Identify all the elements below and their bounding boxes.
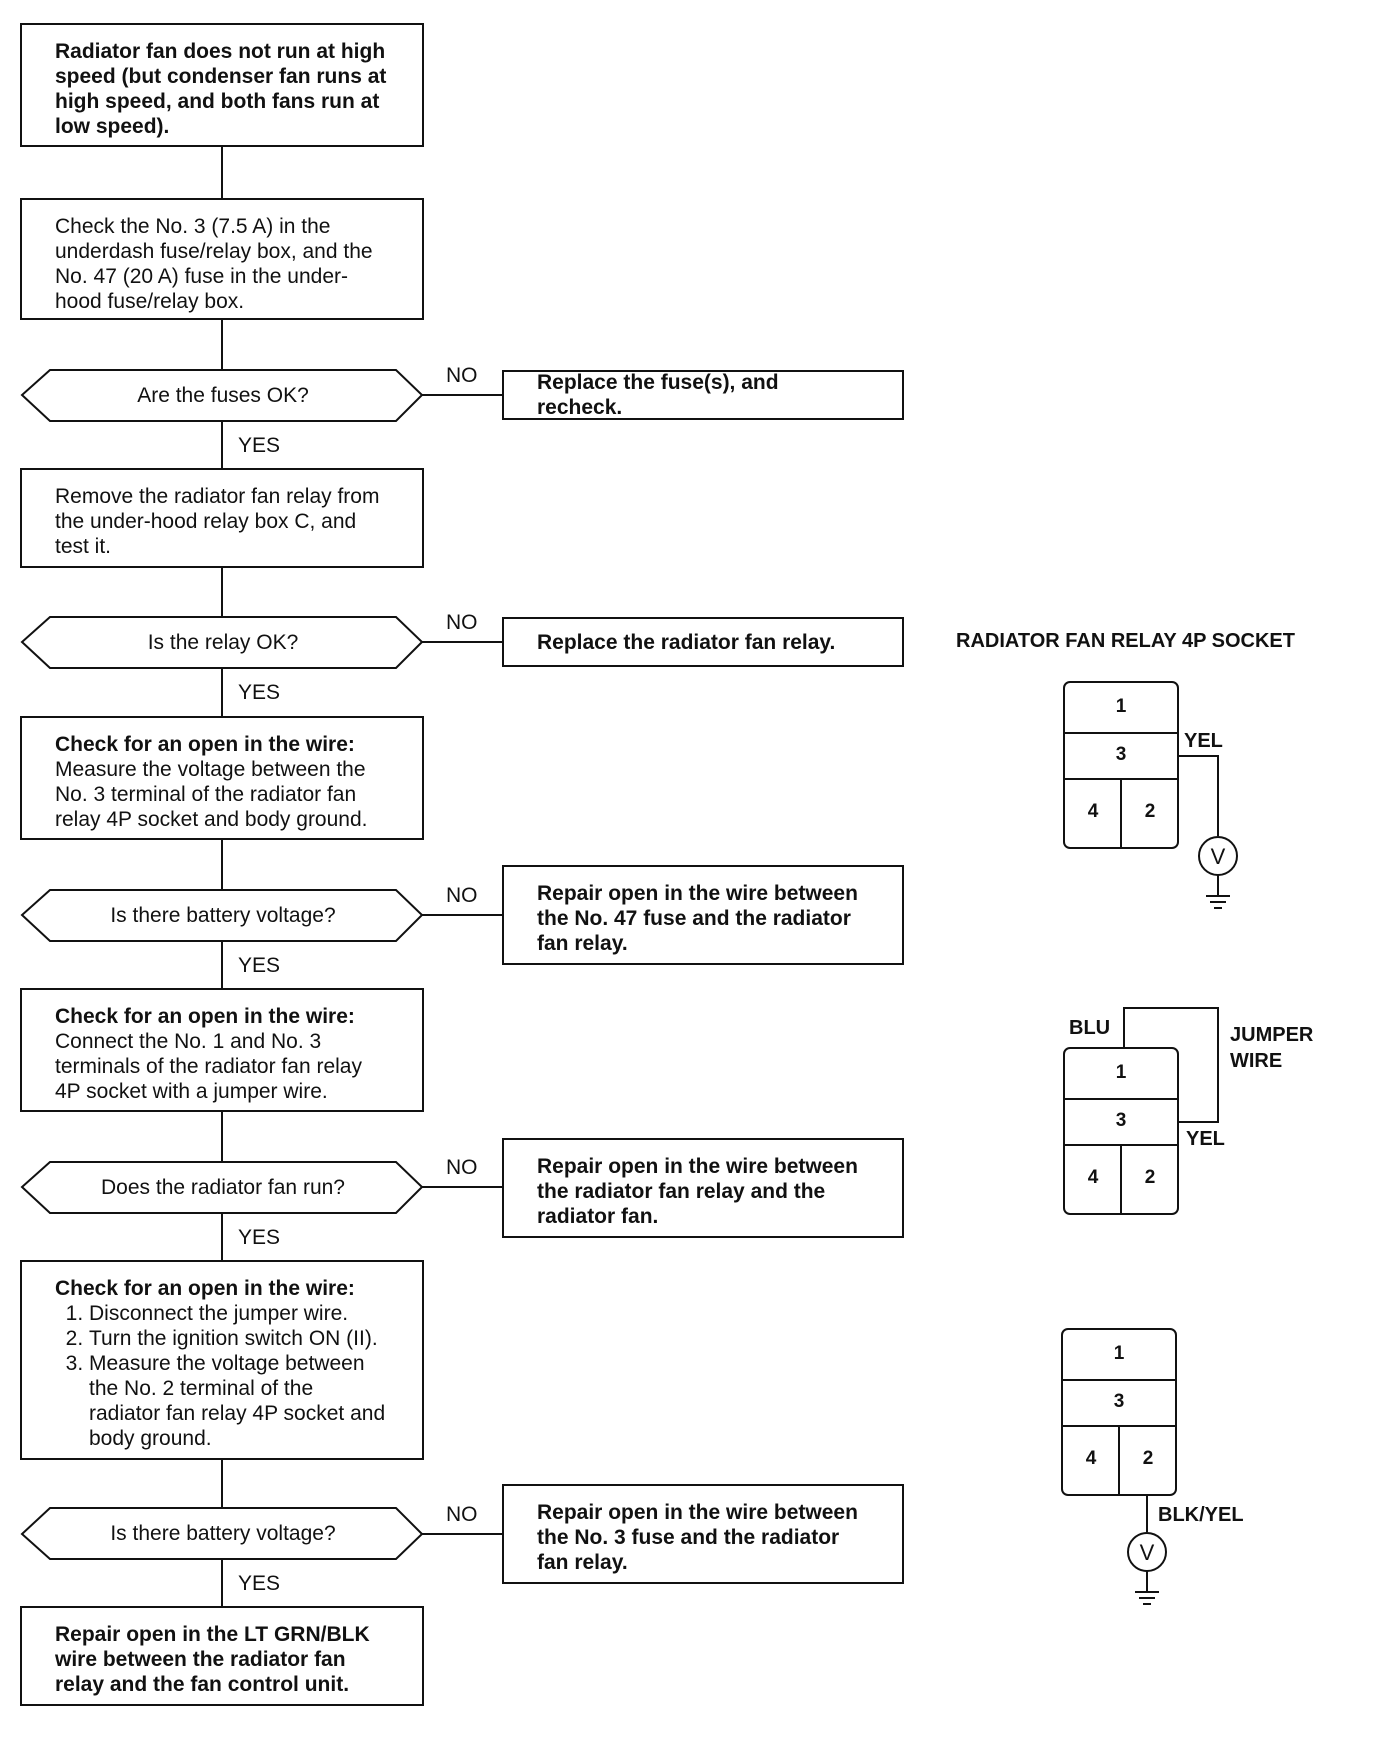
repair-fuse3-text: Repair open in the wire between the No. …: [537, 1501, 858, 1574]
no-label: NO: [446, 364, 478, 387]
replace-fuses-text: Replace the fuse(s), and recheck.: [537, 371, 779, 419]
yes-label: YES: [238, 1572, 281, 1595]
no-label: NO: [446, 611, 478, 634]
question-battery-1: Is there battery voltage?: [110, 904, 336, 927]
yes-label: YES: [238, 1226, 281, 1249]
repair-fan-text: Repair open in the wire between the radi…: [537, 1155, 858, 1228]
open-check-1-title: Check for an open in the wire:: [55, 733, 355, 756]
yel-wire-label: YEL: [1186, 1128, 1225, 1150]
decision-diamond-battery-1: [20, 889, 424, 942]
start-box: Radiator fan does not run at high speed …: [20, 23, 424, 147]
socket-2-pin-1: 1: [1115, 1062, 1127, 1083]
end-text: Repair open in the LT GRN/BLK wire betwe…: [55, 1623, 370, 1696]
jumper-wire-label-line2: WIRE: [1230, 1050, 1283, 1072]
repair-fuse47-text: Repair open in the wire between the No. …: [537, 882, 858, 955]
open-check-2-box: Check for an open in the wire: Connect t…: [20, 988, 424, 1112]
no-label: NO: [446, 1156, 478, 1179]
open-check-2-body: Connect the No. 1 and No. 3 terminals of…: [55, 1030, 362, 1103]
socket-1-pin-1: 1: [1115, 696, 1127, 717]
socket-diagram-title: RADIATOR FAN RELAY 4P SOCKET: [956, 630, 1295, 652]
open-check-3-title: Check for an open in the wire:: [55, 1277, 355, 1300]
open-check-1-box: Check for an open in the wire: Measure t…: [20, 716, 424, 840]
decision-diamond-fuses: [20, 369, 424, 422]
step-item-1: Disconnect the jumper wire.: [89, 1301, 389, 1326]
question-relay: Is the relay OK?: [147, 631, 299, 654]
blu-wire-label: BLU: [1069, 1017, 1111, 1039]
replace-relay-text: Replace the radiator fan relay.: [537, 630, 836, 654]
socket-3-pin-2: 2: [1142, 1448, 1154, 1469]
remove-relay-box: Remove the radiator fan relay from the u…: [20, 468, 424, 568]
socket-1-pin-4: 4: [1087, 801, 1099, 822]
step-item-2: Turn the ignition switch ON (II).: [89, 1326, 389, 1351]
question-fan-run: Does the radiator fan run?: [101, 1176, 345, 1199]
check-fuses-box: Check the No. 3 (7.5 A) in the underdash…: [20, 198, 424, 320]
yel-wire-label: YEL: [1184, 730, 1223, 752]
end-box: Repair open in the LT GRN/BLK wire betwe…: [20, 1606, 424, 1706]
start-text: Radiator fan does not run at high speed …: [55, 40, 387, 138]
yes-label: YES: [238, 954, 281, 977]
jumper-wire-label-line1: JUMPER: [1230, 1024, 1314, 1046]
decision-diamond-battery-2: [20, 1507, 424, 1560]
yes-label: YES: [238, 434, 281, 457]
question-fuses: Are the fuses OK?: [137, 384, 309, 407]
socket-2-pin-4: 4: [1087, 1167, 1099, 1188]
replace-fuses-box: Replace the fuse(s), and recheck.: [502, 370, 904, 420]
open-check-1-body: Measure the voltage between the No. 3 te…: [55, 758, 368, 831]
check-fuses-text: Check the No. 3 (7.5 A) in the underdash…: [55, 215, 373, 313]
repair-fan-box: Repair open in the wire between the radi…: [502, 1138, 904, 1238]
decision-diamond-relay: [20, 616, 424, 669]
open-check-2-title: Check for an open in the wire:: [55, 1005, 355, 1028]
socket-1-pin-2: 2: [1144, 801, 1156, 822]
replace-relay-box: Replace the radiator fan relay.: [502, 617, 904, 667]
blk-yel-wire-label: BLK/YEL: [1158, 1504, 1244, 1526]
open-check-3-box: Check for an open in the wire: Disconnec…: [20, 1260, 424, 1460]
yes-label: YES: [238, 681, 281, 704]
repair-fuse47-box: Repair open in the wire between the No. …: [502, 865, 904, 965]
step-item-3: Measure the voltage between the No. 2 te…: [89, 1351, 389, 1451]
no-label: NO: [446, 1503, 478, 1526]
remove-relay-text: Remove the radiator fan relay from the u…: [55, 485, 380, 558]
question-battery-2: Is there battery voltage?: [110, 1522, 336, 1545]
socket-1-pin-3: 3: [1115, 744, 1127, 765]
no-label: NO: [446, 884, 478, 907]
open-check-3-steps: Disconnect the jumper wire. Turn the ign…: [55, 1301, 389, 1451]
socket-2-pin-2: 2: [1144, 1167, 1156, 1188]
socket-2-pin-3: 3: [1115, 1110, 1127, 1131]
socket-3-pin-3: 3: [1113, 1391, 1125, 1412]
socket-3-pin-4: 4: [1085, 1448, 1097, 1469]
repair-fuse3-box: Repair open in the wire between the No. …: [502, 1484, 904, 1584]
socket-3-pin-1: 1: [1113, 1343, 1125, 1364]
decision-diamond-fan-run: [20, 1161, 424, 1214]
